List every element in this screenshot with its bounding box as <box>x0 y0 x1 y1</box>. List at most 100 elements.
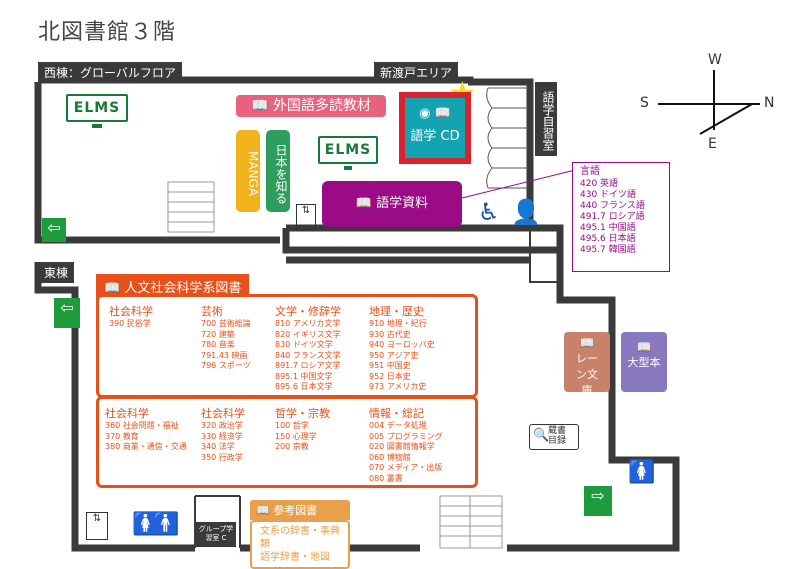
list-item: 文系の辞書・事典類 <box>260 526 340 550</box>
group-study-room-label: グループ学習室 C <box>196 522 236 547</box>
foreign-reading-label: 外国語多読教材 <box>272 98 371 114</box>
list-item: 100 哲学 <box>275 421 309 430</box>
catalog-label: 蔵書目録 <box>548 426 567 446</box>
list-item: 910 地理・紀行 <box>369 319 427 328</box>
list-item: 820 イギリス文学 <box>275 329 341 339</box>
list-item: 070 メディア・出版 <box>369 463 443 472</box>
language-materials-label: 語学資料 <box>376 196 429 211</box>
elms-terminal-west[interactable]: ELMS <box>66 94 128 128</box>
japan-shelf[interactable]: 日本を知る <box>266 130 290 212</box>
list-item: 780 音楽 <box>201 340 235 349</box>
large-books-label: 大型本 <box>627 356 661 369</box>
emergency-exit-icon: ⇦ <box>42 218 66 242</box>
reference-header-label: 参考図書 <box>273 504 318 517</box>
list-item: 150 心理学 <box>275 431 317 441</box>
shelf-column: 社会科学 320 政治学 330 経済学 340 法学 350 行政学 <box>201 405 271 463</box>
list-item: 895.1 中国文学 <box>275 371 333 381</box>
compass-west-label: W <box>708 52 722 68</box>
reference-header: 📖 参考図書 <box>250 500 350 520</box>
shelf-column-head: 哲学・宗教 <box>275 407 330 420</box>
language-cd-area[interactable]: ◉ 📖 語学 CD <box>399 92 471 164</box>
list-item: 080 叢書 <box>369 473 403 483</box>
cd-icon: ◉ 📖 <box>419 106 451 121</box>
shelf-column: 哲学・宗教 100 哲学 150 心理学 200 宗教 <box>275 405 355 453</box>
list-item: 340 法学 <box>201 442 235 451</box>
list-item: 360 社会問題・福祉 <box>105 421 179 430</box>
zone-new-area-label: 新渡戸エリア <box>374 62 459 83</box>
shelf-column-head: 文学・修辞学 <box>275 305 341 318</box>
elms-terminal-center[interactable]: ELMS <box>318 136 378 170</box>
book-icon: 📖 <box>636 340 652 354</box>
large-books-shelf[interactable]: 📖 大型本 <box>621 332 667 392</box>
humanities-shelf-top[interactable]: 社会科学 390 民俗学 芸術 700 芸術総論 720 建築 780 音楽 7… <box>96 294 478 398</box>
catalog-terminal[interactable]: 🔍 蔵書目録 <box>529 424 579 450</box>
list-item: 951 中国史 <box>369 361 411 370</box>
list-item: 830 ドイツ文学 <box>275 340 333 349</box>
shelf-column: 社会科学 360 社会問題・福祉 370 教育 380 商業・通信・交通 <box>105 405 201 453</box>
list-item: 390 民俗学 <box>109 319 151 328</box>
book-icon: 📖 <box>251 98 273 114</box>
language-materials-shelf[interactable]: 📖 語学資料 <box>322 181 462 227</box>
lane-archive-shelf[interactable]: 📖 レーン文庫 <box>564 332 610 397</box>
shelf-column-head: 社会科学 <box>109 305 153 318</box>
list-item: 895.6 日本文学 <box>275 382 333 391</box>
shelf-column: 芸術 700 芸術総論 720 建築 780 音楽 791.43 映画 796 … <box>201 303 281 372</box>
list-item: 370 教育 <box>105 431 139 441</box>
compass-north-label: N <box>764 95 775 111</box>
emergency-exit-icon: ⇦ <box>54 298 80 328</box>
list-item: 320 政治学 <box>201 421 243 430</box>
humanities-header-label: 人文社会科学系図書 <box>124 281 242 296</box>
shelf-column: 地理・歴史 910 地理・紀行 930 古代史 940 ヨーロッパ史 950 ア… <box>369 303 465 393</box>
list-item: 420 英語 <box>580 179 619 189</box>
shelf-column-head: 情報・総記 <box>369 407 424 420</box>
list-item: 020 図書館情報学 <box>369 442 435 451</box>
shelf-column-head: 地理・歴史 <box>369 305 424 318</box>
emergency-exit-icon: ⇨ <box>584 486 612 516</box>
list-item: 060 博物館 <box>369 452 411 462</box>
list-item: 350 行政学 <box>201 452 243 462</box>
list-item: 700 芸術総論 <box>201 319 251 328</box>
women-toilet-icon: 🚺 <box>132 512 160 537</box>
list-item: 200 宗教 <box>275 442 309 451</box>
list-item: 720 建築 <box>201 329 235 339</box>
list-item: 810 アメリカ文学 <box>275 319 341 328</box>
shelf-column-head: 芸術 <box>201 305 223 318</box>
person-icon: 👤 <box>511 198 541 226</box>
list-item: 930 古代史 <box>369 329 411 339</box>
list-item: 952 日本史 <box>369 371 411 381</box>
elevator-icon: ⇅ <box>296 204 316 230</box>
manga-shelf[interactable]: MANGA <box>236 130 260 212</box>
list-item: 495.7 韓国語 <box>580 245 636 255</box>
book-icon: 📖 <box>256 504 274 517</box>
humanities-shelf-bottom[interactable]: 社会科学 360 社会問題・福祉 370 教育 380 商業・通信・交通 社会科… <box>96 396 478 488</box>
list-item: 495.1 中国語 <box>580 223 636 233</box>
page-title: 北図書館３階 <box>38 20 177 45</box>
foreign-reading-materials[interactable]: 📖 外国語多読教材 <box>236 95 386 117</box>
reference-box: 文系の辞書・事典類 語学辞書・地図 <box>250 520 350 569</box>
list-item: 950 アジア史 <box>369 350 419 360</box>
shelf-column: 社会科学 390 民俗学 <box>109 303 199 330</box>
reference-books[interactable]: 📖 参考図書 文系の辞書・事典類 語学辞書・地図 <box>250 500 350 569</box>
book-icon: 📖 <box>579 336 595 350</box>
list-item: 430 ドイツ語 <box>580 190 637 200</box>
list-item: 440 フランス語 <box>580 201 645 211</box>
zone-east-label: 東棟 <box>38 262 75 283</box>
list-item: 380 商業・通信・交通 <box>105 442 187 451</box>
list-item: 940 ヨーロッパ史 <box>369 340 435 349</box>
list-item: 495.6 日本語 <box>580 234 636 244</box>
wheelchair-icon: ♿ <box>478 198 500 226</box>
compass-south-label: S <box>640 95 649 111</box>
list-item: 語学辞書・地図 <box>260 552 330 563</box>
shelf-column: 情報・総記 004 データ処理 005 プログラミング 020 図書館情報学 0… <box>369 405 465 484</box>
language-classification-box: 言語 420 英語 430 ドイツ語 440 フランス語 491.7 ロシア語 … <box>572 162 670 272</box>
lane-archive-label: レーン文庫 <box>576 352 598 397</box>
list-item: 491.7 ロシア語 <box>580 212 645 222</box>
shelf-column: 文学・修辞学 810 アメリカ文学 820 イギリス文学 830 ドイツ文学 8… <box>275 303 367 393</box>
zone-west-label: 西棟：グローバルフロア <box>38 62 182 83</box>
list-item: 796 スポーツ <box>201 361 251 370</box>
study-room-label: 語学自習室 <box>535 82 557 156</box>
magnifier-icon: 🔍 <box>533 428 550 443</box>
compass-east-label: E <box>708 136 717 152</box>
book-icon: 📖 <box>104 281 125 296</box>
